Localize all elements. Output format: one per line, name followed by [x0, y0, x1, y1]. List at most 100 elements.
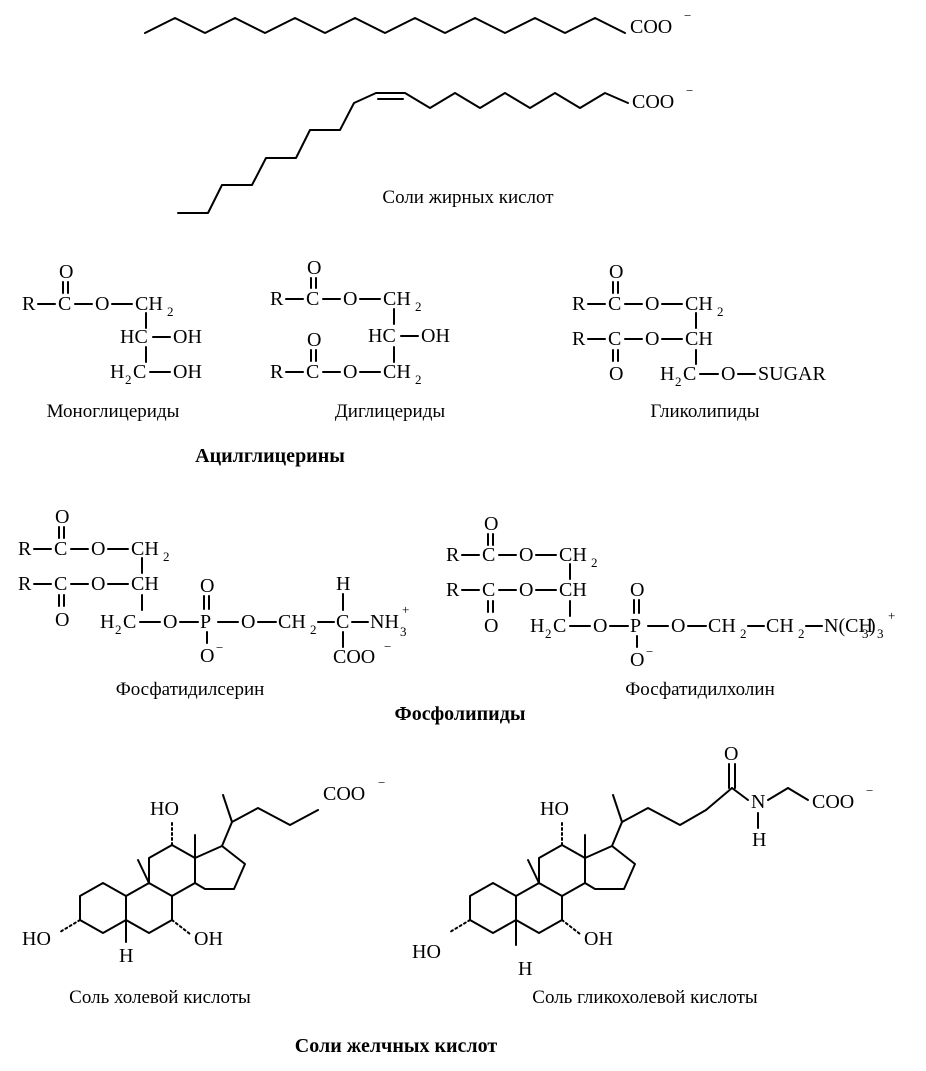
ps-coo: COO — [333, 646, 375, 668]
saturated-fatty-acid-structure: COO − — [144, 8, 691, 38]
pc-o-carbonyl2: O — [484, 615, 498, 637]
glyco-oh-7: OH — [584, 928, 613, 950]
mono-c-bottom: C — [133, 361, 146, 383]
ps-h2c: H — [100, 611, 114, 633]
cholate-bond — [171, 919, 191, 935]
pc-o-carbonyl: O — [484, 513, 498, 535]
glyco-bond — [527, 859, 540, 884]
phospholipid-heading: Фосфолипиды — [395, 703, 526, 725]
monoglyceride-structure: R C O O CH 2 HC OH H 2 C OH — [22, 261, 202, 387]
unsaturated-coo-label: COO — [632, 91, 674, 113]
glyco-amide-o: O — [724, 743, 738, 765]
cholate-ho-12: HO — [150, 798, 179, 820]
di-sub: 2 — [415, 299, 422, 314]
cholate-coo: COO — [323, 783, 365, 805]
cholate-bond — [221, 821, 233, 847]
unsaturated-chain-bonds — [177, 92, 629, 214]
di-c: C — [306, 288, 319, 310]
di-ch2-top: CH — [383, 288, 411, 310]
pc-ch2-b: CH — [766, 615, 794, 637]
diglyceride-structure: R C O O CH 2 HC OH R C O O CH 2 — [270, 257, 450, 387]
mono-sub: 2 — [125, 372, 132, 387]
ps-ch-mid: CH — [131, 573, 159, 595]
saturated-coo-label: COO — [630, 16, 672, 38]
pc-ch2-a: CH — [708, 615, 736, 637]
pc-r: R — [446, 544, 460, 566]
glyco-side-chain — [621, 787, 733, 826]
glyco-nh: H — [752, 829, 766, 851]
gl-r: R — [572, 293, 586, 315]
bile-acid-heading: Соли желчных кислот — [295, 1035, 498, 1057]
ps-p: P — [200, 611, 211, 633]
ps-o-ester: O — [91, 538, 105, 560]
mono-o-ester: O — [95, 293, 109, 315]
pc-sub: 2 — [798, 626, 805, 641]
mono-ch2-top: CH — [135, 293, 163, 315]
gl-o-glyco: O — [721, 363, 735, 385]
glycocholate-structure: O N H COO − HO HO OH H — [412, 743, 873, 980]
cholate-h-5: H — [119, 945, 133, 967]
pc-o-phos1: O — [593, 615, 607, 637]
pc-c: C — [482, 544, 495, 566]
gl-ch-mid: CH — [685, 328, 713, 350]
pc-ch-mid: CH — [559, 579, 587, 601]
glycolipid-structure: R C O O CH 2 R C O CH O H 2 C O SUGAR — [572, 261, 826, 389]
glyco-bond — [561, 919, 581, 935]
gl-o-ester2: O — [645, 328, 659, 350]
cholate-bond — [222, 794, 233, 823]
fatty-acid-caption: Соли жирных кислот — [382, 187, 554, 208]
ps-sub: 2 — [310, 622, 317, 637]
phosphatidylcholine-caption: Фосфатидилхолин — [625, 679, 775, 700]
saturated-coo-charge: − — [684, 8, 691, 23]
acylglycerol-heading: Ацилглицерины — [195, 445, 345, 467]
cholate-ring-a — [79, 882, 127, 934]
glycolipid-caption: Гликолипиды — [650, 401, 759, 422]
di-r2: R — [270, 361, 284, 383]
gl-c2: C — [608, 328, 621, 350]
di-o-carbonyl: O — [307, 257, 321, 279]
di-o-carbonyl2: O — [307, 329, 321, 351]
gl-o-carbonyl: O — [609, 261, 623, 283]
pc-p: P — [630, 615, 641, 637]
pc-paren: ) — [869, 615, 876, 637]
pc-sub: 2 — [545, 626, 552, 641]
gl-sugar: SUGAR — [758, 363, 826, 385]
monoglyceride-caption: Моноглицериды — [47, 401, 180, 422]
cholate-bond — [137, 859, 150, 884]
di-ch2-bottom: CH — [383, 361, 411, 383]
ps-coo-charge: − — [384, 639, 391, 654]
pc-h2c: H — [530, 615, 544, 637]
glyco-ho-12: HO — [540, 798, 569, 820]
glyco-ring-b — [515, 882, 563, 934]
glyco-ring-c — [538, 844, 586, 897]
ps-o-phos1: O — [163, 611, 177, 633]
pc-o-ester2: O — [519, 579, 533, 601]
gl-c-bottom: C — [683, 363, 696, 385]
pc-ch2-top: CH — [559, 544, 587, 566]
pc-sub: 2 — [740, 626, 747, 641]
ps-h-alpha: H — [336, 573, 350, 595]
pc-o-phos2: O — [671, 615, 685, 637]
cholate-ring-d — [194, 845, 246, 890]
cholate-ho-3: HO — [22, 928, 51, 950]
pc-sub: 3 — [877, 626, 884, 641]
ps-c: C — [54, 538, 67, 560]
ps-c-bottom: C — [123, 611, 136, 633]
glyco-coo: COO — [812, 791, 854, 813]
cholate-ring-c — [148, 844, 196, 897]
cholate-oh-7: OH — [194, 928, 223, 950]
gl-sub: 2 — [717, 304, 724, 319]
ps-o-phos2: O — [241, 611, 255, 633]
ps-sub: 2 — [115, 622, 122, 637]
cholate-side-chain — [231, 807, 319, 826]
di-o-ester2: O — [343, 361, 357, 383]
unsaturated-coo-charge: − — [686, 83, 693, 98]
glyco-ring-a — [469, 882, 517, 934]
pc-c-bottom: C — [553, 615, 566, 637]
saturated-chain-bonds — [144, 17, 626, 34]
glyco-n: N — [751, 791, 765, 813]
mono-oh-2: OH — [173, 361, 202, 383]
mono-h2c: H — [110, 361, 124, 383]
pc-o-ester: O — [519, 544, 533, 566]
gl-sub: 2 — [675, 374, 682, 389]
